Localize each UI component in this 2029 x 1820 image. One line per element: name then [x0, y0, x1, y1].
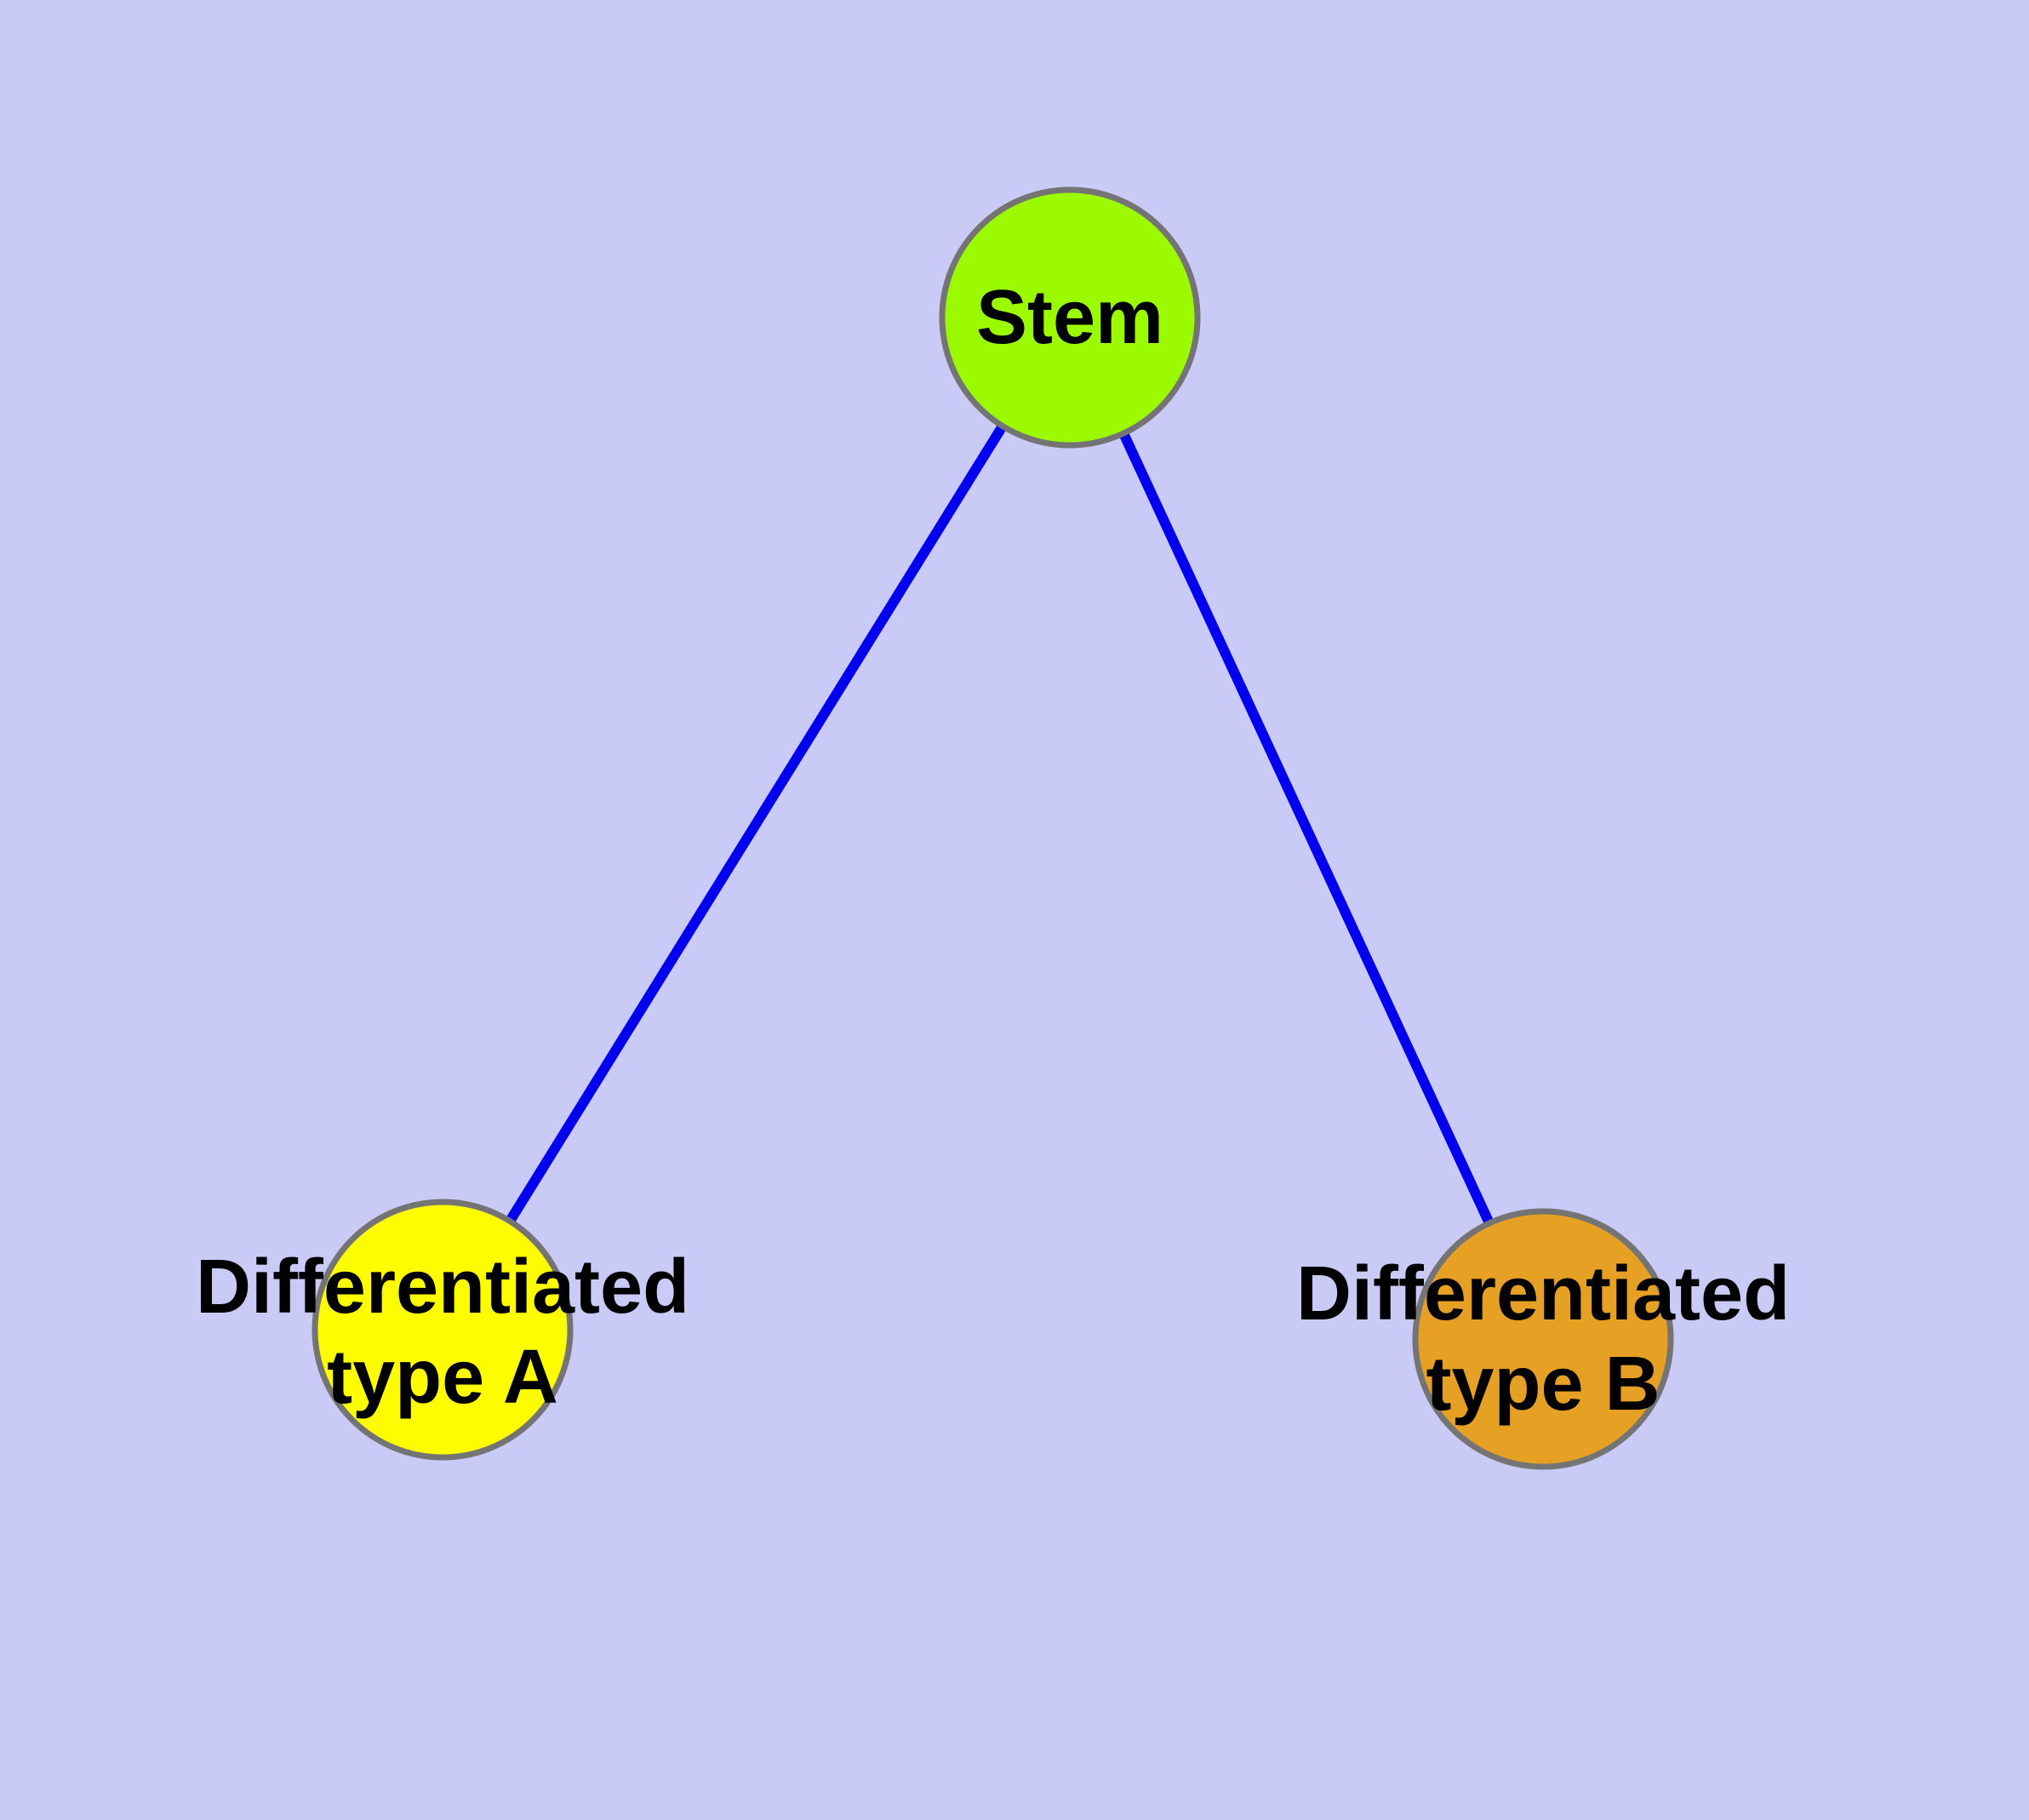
node-differentiated-type-b-circle[interactable]	[1412, 1208, 1674, 1470]
edge-stem-to-type-b	[1065, 315, 1548, 1342]
node-stem-circle[interactable]	[939, 186, 1201, 449]
node-differentiated-type-a-circle[interactable]	[311, 1199, 574, 1461]
edge-stem-to-type-a	[437, 314, 1075, 1333]
